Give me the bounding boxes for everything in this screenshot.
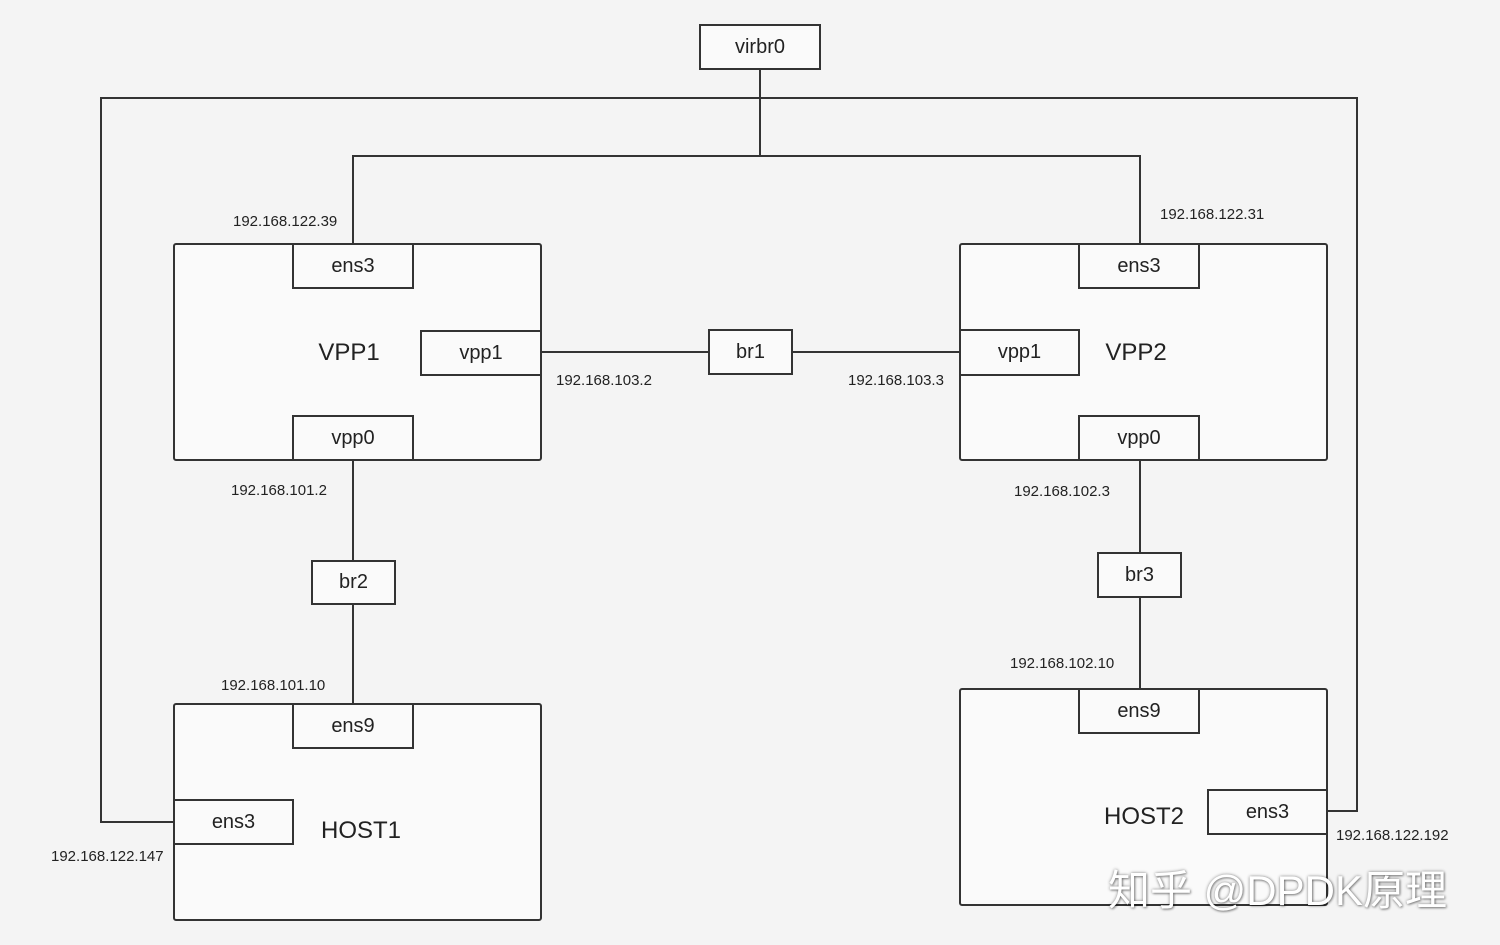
wire-virbr0-vpp1-ens3 (352, 155, 760, 245)
vpp1-vpp1-label: vpp1 (459, 341, 503, 364)
br3-label: br3 (1125, 563, 1154, 586)
host1-title: HOST1 (320, 817, 402, 844)
host2-ens3-interface: ens3 (1207, 789, 1328, 835)
vpp2-vpp1-label: vpp1 (997, 341, 1042, 363)
vpp2-ens3-interface: ens3 (1078, 243, 1200, 289)
vpp1-vpp0-interface: vpp0 (292, 415, 414, 461)
ip-vpp1-vpp0: 192.168.101.2 (231, 482, 327, 499)
ip-host2-ens9: 192.168.102.10 (1010, 655, 1115, 672)
vpp1-ens3-interface: ens3 (292, 243, 414, 289)
ip-vpp2-vpp0: 192.168.102.3 (1014, 483, 1110, 500)
wire-virbr0-host2-ens3 (760, 97, 1358, 812)
host2-ens3-label: ens3 (1245, 800, 1290, 823)
virbr0-bridge: virbr0 (699, 24, 821, 70)
br2-label: br2 (339, 571, 368, 593)
watermark: 知乎 @DPDK原理 (1108, 867, 1447, 914)
vpp2-ens3-label: ens3 (1117, 254, 1161, 277)
br2-bridge: br2 (311, 560, 396, 605)
ip-vpp1-vpp1: 192.168.103.2 (556, 372, 652, 389)
host2-ens9-interface: ens9 (1078, 688, 1200, 734)
ip-vpp2-vpp1: 192.168.103.3 (848, 372, 944, 389)
vpp2-vpp0-interface: vpp0 (1078, 415, 1200, 461)
virbr0-label: virbr0 (734, 35, 785, 58)
host2-title: HOST2 (1103, 803, 1185, 830)
vpp2-vpp0-label: vpp0 (1117, 426, 1161, 449)
br1-label: br1 (736, 340, 765, 363)
br3-bridge: br3 (1097, 552, 1182, 598)
host1-ens9-interface: ens9 (292, 703, 414, 749)
ip-host1-ens3: 192.168.122.147 (51, 848, 164, 865)
ip-host2-ens3: 192.168.122.192 (1336, 827, 1449, 844)
vpp2-vpp1-interface: vpp1 (959, 329, 1080, 376)
wire-virbr0-host1-ens3 (100, 97, 760, 823)
ip-host1-ens9: 192.168.101.10 (221, 677, 326, 694)
vpp1-vpp1-interface: vpp1 (420, 330, 542, 376)
vpp1-ens3-label: ens3 (331, 254, 375, 277)
host1-ens3-label: ens3 (211, 810, 256, 833)
host1-ens3-interface: ens3 (173, 799, 294, 845)
ip-vpp1-ens3: 192.168.122.39 (233, 213, 338, 230)
wire-virbr0-vpp2-ens3 (760, 155, 1141, 245)
vpp2-title: VPP2 (1105, 339, 1167, 366)
vpp1-title: VPP1 (318, 339, 380, 366)
host2-ens9-label: ens9 (1117, 699, 1161, 722)
vpp1-vpp0-label: vpp0 (331, 426, 375, 449)
ip-vpp2-ens3: 192.168.122.31 (1160, 206, 1265, 223)
br1-bridge: br1 (708, 329, 793, 375)
host1-ens9-label: ens9 (331, 714, 375, 737)
